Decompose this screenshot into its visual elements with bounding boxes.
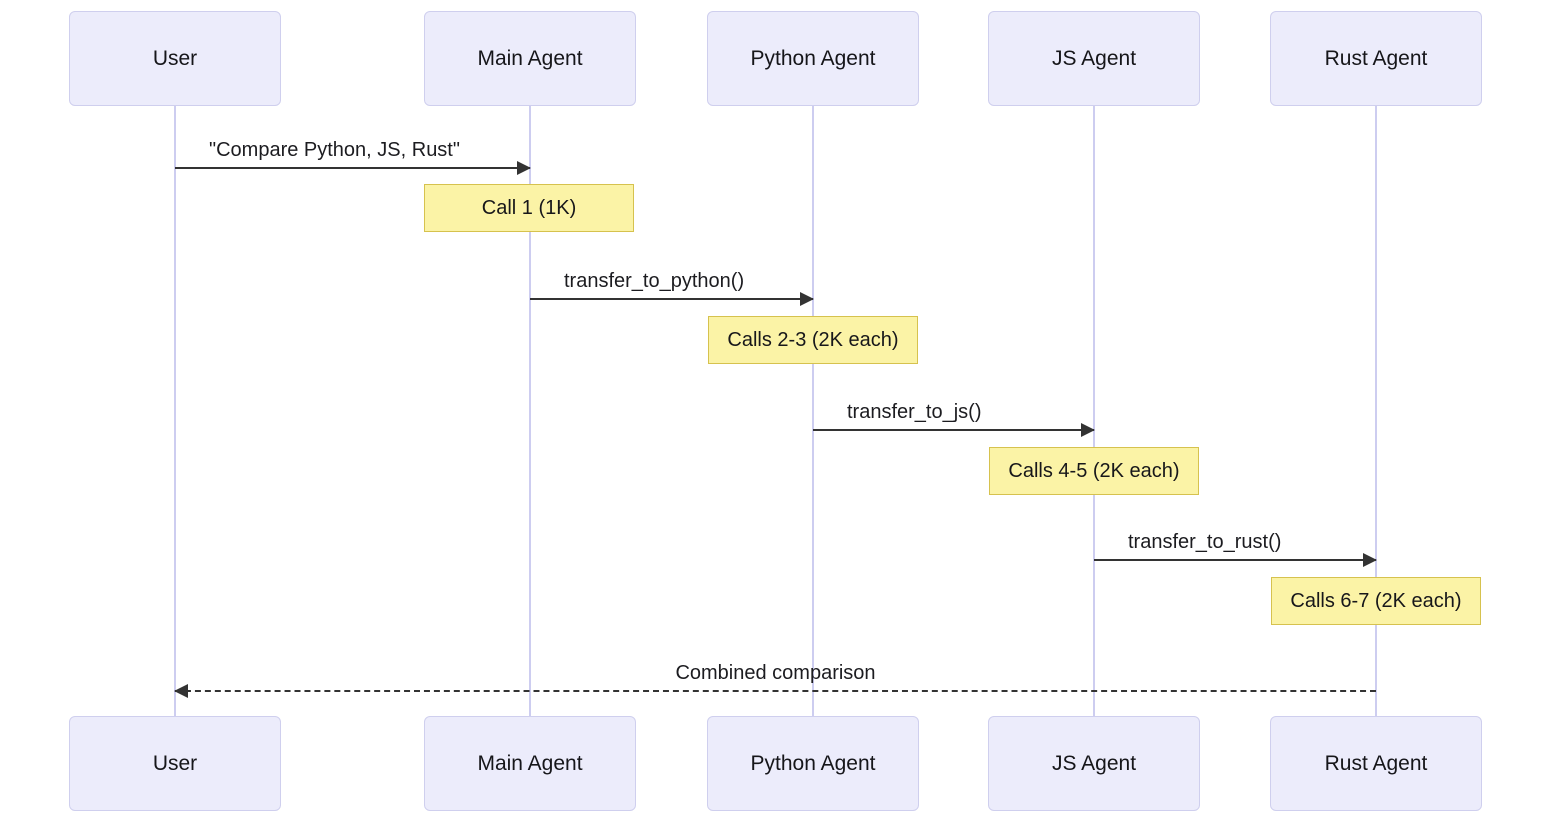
participant-rust_agent-bottom[interactable]: Rust Agent — [1270, 716, 1482, 811]
participant-main_agent-top[interactable]: Main Agent — [424, 11, 636, 106]
arrowhead-icon — [174, 684, 188, 698]
lifeline-user — [174, 106, 176, 716]
participant-label: JS Agent — [1051, 47, 1137, 70]
note-n1[interactable]: Call 1 (1K) — [424, 184, 634, 232]
arrowhead-icon — [1081, 423, 1095, 437]
message-label: Combined comparison — [675, 662, 876, 684]
note-n3[interactable]: Calls 4-5 (2K each) — [989, 447, 1199, 495]
participant-label: Rust Agent — [1324, 752, 1428, 775]
participant-label: Python Agent — [750, 752, 876, 775]
note-label: Calls 2-3 (2K each) — [727, 329, 899, 351]
note-label: Calls 4-5 (2K each) — [1008, 460, 1180, 482]
participant-js_agent-top[interactable]: JS Agent — [988, 11, 1200, 106]
participant-js_agent-bottom[interactable]: JS Agent — [988, 716, 1200, 811]
participant-label: Rust Agent — [1324, 47, 1428, 70]
lifeline-python_agent — [812, 106, 814, 716]
participant-label: JS Agent — [1051, 752, 1137, 775]
participant-python_agent-top[interactable]: Python Agent — [707, 11, 919, 106]
lifeline-js_agent — [1093, 106, 1095, 716]
participant-label: Python Agent — [750, 47, 876, 70]
lifeline-rust_agent — [1375, 106, 1377, 716]
participant-label: User — [152, 47, 198, 70]
message-line — [175, 167, 530, 169]
message-line — [530, 298, 813, 300]
note-label: Calls 6-7 (2K each) — [1290, 590, 1462, 612]
message-label: "Compare Python, JS, Rust" — [209, 139, 460, 161]
message-line — [1094, 559, 1376, 561]
participant-user-bottom[interactable]: User — [69, 716, 281, 811]
participant-label: User — [152, 752, 198, 775]
note-n2[interactable]: Calls 2-3 (2K each) — [708, 316, 918, 364]
participant-user-top[interactable]: User — [69, 11, 281, 106]
message-label: transfer_to_rust() — [1128, 531, 1282, 553]
message-label: transfer_to_js() — [847, 401, 982, 423]
note-label: Call 1 (1K) — [481, 197, 577, 219]
participant-label: Main Agent — [477, 47, 583, 70]
message-line — [175, 690, 1376, 692]
message-line — [813, 429, 1094, 431]
arrowhead-icon — [517, 161, 531, 175]
participant-main_agent-bottom[interactable]: Main Agent — [424, 716, 636, 811]
note-n4[interactable]: Calls 6-7 (2K each) — [1271, 577, 1481, 625]
participant-python_agent-bottom[interactable]: Python Agent — [707, 716, 919, 811]
lifeline-main_agent — [529, 106, 531, 716]
participant-label: Main Agent — [477, 752, 583, 775]
message-label: transfer_to_python() — [564, 270, 745, 292]
arrowhead-icon — [800, 292, 814, 306]
arrowhead-icon — [1363, 553, 1377, 567]
participant-rust_agent-top[interactable]: Rust Agent — [1270, 11, 1482, 106]
